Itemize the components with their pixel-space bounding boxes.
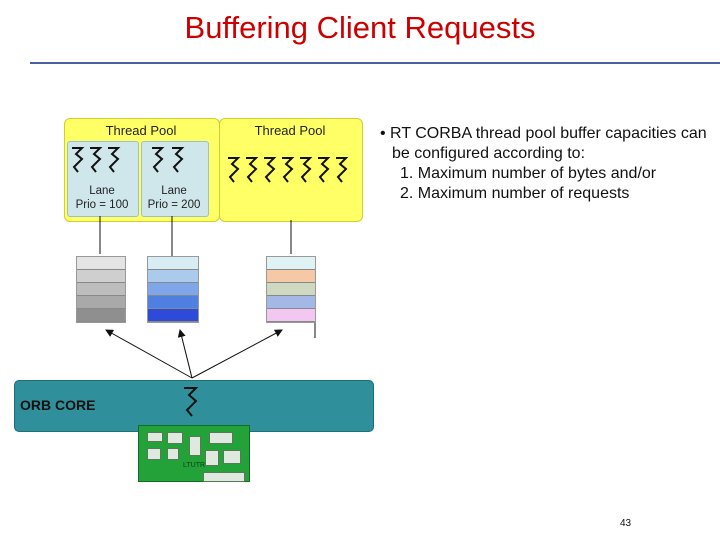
thread-icon xyxy=(108,147,121,173)
queue-slot xyxy=(148,257,198,270)
orb-to-queue-arrow xyxy=(191,329,283,379)
lane-threads xyxy=(72,147,185,173)
network-card-icon: LTUTR xyxy=(138,425,250,482)
thread-icon xyxy=(336,157,349,183)
thread-icon xyxy=(172,147,185,173)
lane-name: Lane xyxy=(89,185,115,197)
lane-priority: Prio = 200 xyxy=(147,199,201,211)
thread-icon xyxy=(228,157,241,183)
queue-slot xyxy=(267,283,315,296)
orb-to-queue-arrow xyxy=(177,329,193,379)
bullet-subitem: 2. Maximum number of requests xyxy=(400,185,630,202)
lane-label-1: Lane Prio = 100 xyxy=(67,184,137,212)
queue-slot xyxy=(148,309,198,322)
queue-slot xyxy=(77,296,125,309)
queue-slot xyxy=(148,283,198,296)
thread-icon xyxy=(72,147,85,173)
thread-icon xyxy=(90,147,103,173)
thread-icon xyxy=(152,147,165,173)
queue-slot xyxy=(148,296,198,309)
queue-slot xyxy=(148,270,198,283)
bullet-subitem: 1. Maximum number of bytes and/or xyxy=(400,165,657,182)
thread-icon xyxy=(246,157,259,183)
orb-thread-icon xyxy=(184,387,199,417)
thread-icon xyxy=(264,157,277,183)
queue-slot xyxy=(77,309,125,322)
orb-core-label: ORB CORE xyxy=(20,397,96,413)
thread-icon xyxy=(318,157,331,183)
pool-threads xyxy=(228,157,349,183)
lane-prio-100 xyxy=(67,141,139,217)
queue-slot xyxy=(77,283,125,296)
request-queue-3 xyxy=(266,256,316,323)
bullet-main: • RT CORBA thread pool buffer capacities… xyxy=(380,125,707,162)
queue-slot xyxy=(77,257,125,270)
thread-pool-label: Thread Pool xyxy=(105,123,177,138)
board-label: LTUTR xyxy=(183,462,206,469)
queue-slot xyxy=(77,270,125,283)
lane-label-2: Lane Prio = 200 xyxy=(141,184,207,212)
slide-title: Buffering Client Requests xyxy=(184,10,536,45)
title-divider xyxy=(30,62,720,64)
bullet-list: • RT CORBA thread pool buffer capacities… xyxy=(380,124,710,204)
queue-slot xyxy=(267,270,315,283)
page-number: 43 xyxy=(620,518,632,529)
queue-slot xyxy=(267,309,315,322)
thread-icon xyxy=(300,157,313,183)
lane-priority: Prio = 100 xyxy=(75,199,129,211)
orb-to-queue-arrow xyxy=(105,329,193,379)
lane-name: Lane xyxy=(161,185,187,197)
thread-pool-label: Thread Pool xyxy=(254,123,326,138)
request-queue-2 xyxy=(147,256,199,323)
thread-icon xyxy=(282,157,295,183)
queue-slot xyxy=(267,257,315,270)
queue-slot xyxy=(267,296,315,309)
request-queue-1 xyxy=(76,256,126,323)
